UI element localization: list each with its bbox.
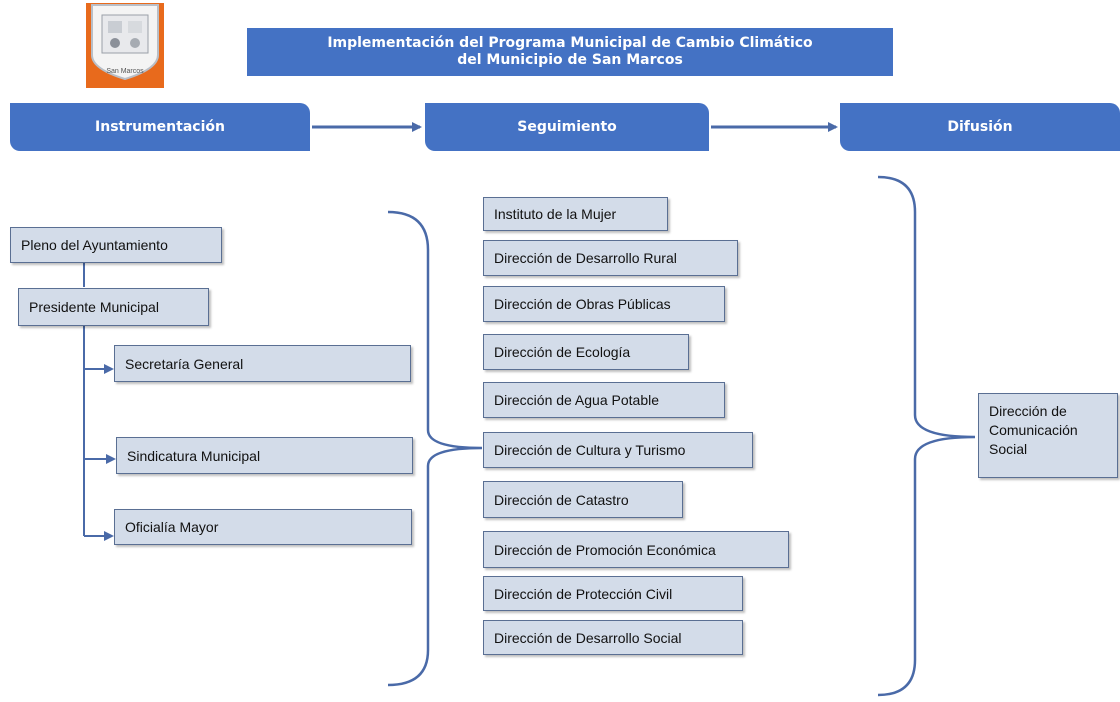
diagram-title: Implementación del Programa Municipal de… [247,28,893,76]
bracket-seguimiento [387,210,483,687]
box-ecologia: Dirección de Ecología [483,334,689,370]
box-secretaria-general: Secretaría General [114,345,411,382]
box-catastro: Dirección de Catastro [483,481,683,518]
box-presidente-municipal: Presidente Municipal [18,288,209,326]
comunicacion-line-1: Dirección de [989,403,1067,419]
box-comunicacion-social: Dirección de Comunicación Social [978,393,1118,478]
box-desarrollo-rural: Dirección de Desarrollo Rural [483,240,738,276]
stage-seguimiento: Seguimiento [425,103,709,151]
title-line-1: Implementación del Programa Municipal de… [327,35,813,51]
box-oficialia-mayor: Oficialía Mayor [114,509,412,545]
box-desarrollo-social: Dirección de Desarrollo Social [483,620,743,655]
stage-instrumentacion: Instrumentación [10,103,310,151]
bracket-difusion [877,175,976,697]
box-sindicatura-municipal: Sindicatura Municipal [116,437,413,474]
box-proteccion-civil: Dirección de Protección Civil [483,576,743,611]
box-promocion-economica: Dirección de Promoción Económica [483,531,789,568]
san-marcos-logo: San Marcos [86,3,164,88]
box-instituto-mujer: Instituto de la Mujer [483,197,668,231]
title-line-2: del Municipio de San Marcos [457,52,683,68]
comunicacion-line-3: Social [989,441,1028,457]
box-obras-publicas: Dirección de Obras Públicas [483,286,725,322]
box-pleno-ayuntamiento: Pleno del Ayuntamiento [10,227,222,263]
comunicacion-line-2: Comunicación [989,422,1078,438]
logo-text: San Marcos [106,68,144,75]
box-agua-potable: Dirección de Agua Potable [483,382,725,418]
box-cultura-turismo: Dirección de Cultura y Turismo [483,432,753,468]
stage-difusion: Difusión [840,103,1120,151]
